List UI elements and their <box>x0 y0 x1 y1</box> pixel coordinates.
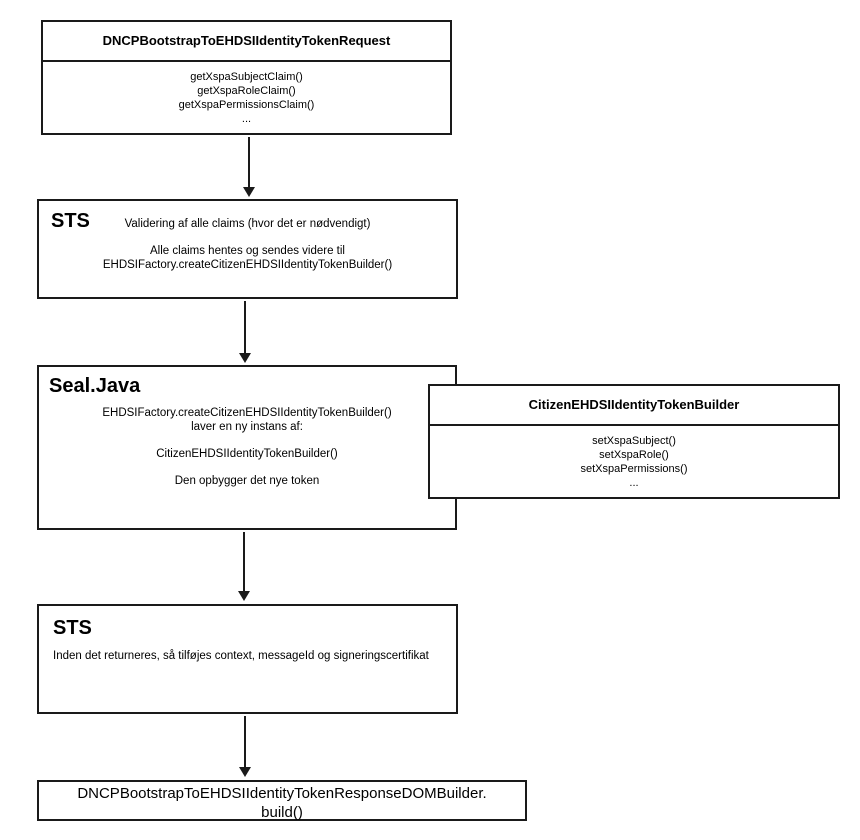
seal-java-line4: Den opbygger det nye token <box>174 475 320 487</box>
arrow-line <box>243 532 245 593</box>
sts-validation-line1: Validering af alle claims (hvor det er n… <box>124 218 371 230</box>
sts-validation-text: Validering af alle claims (hvor det er n… <box>39 201 456 272</box>
builder-class-title: CitizenEHDSIIdentityTokenBuilder <box>430 386 838 426</box>
arrow-down-icon <box>243 187 255 197</box>
response-builder-line2: build() <box>261 804 303 821</box>
arrow-line <box>244 301 246 355</box>
seal-java-line1: EHDSIFactory.createCitizenEHDSIIdentityT… <box>102 407 392 419</box>
response-builder-box: DNCPBootstrapToEHDSIIdentityTokenRespons… <box>37 780 527 821</box>
spacer <box>39 461 455 474</box>
sts-return-text: Inden det returneres, så tilføjes contex… <box>53 650 429 662</box>
seal-java-line3: CitizenEHDSIIdentityTokenBuilder() <box>156 448 338 460</box>
request-class-methods: getXspaSubjectClaim() getXspaRoleClaim()… <box>43 62 450 126</box>
method-get-xspa-subject-claim: getXspaSubjectClaim() <box>190 71 303 83</box>
spacer <box>39 434 455 447</box>
flow-arrow-request-to-sts <box>243 137 255 197</box>
method-set-xspa-role: setXspaRole() <box>599 449 669 461</box>
request-class-box: DNCPBootstrapToEHDSIIdentityTokenRequest… <box>41 20 452 135</box>
arrow-line <box>248 137 250 189</box>
seal-java-line2: laver en ny instans af: <box>191 421 303 433</box>
method-get-xspa-role-claim: getXspaRoleClaim() <box>197 85 296 97</box>
sts-return-box: STS Inden det returneres, så tilføjes co… <box>37 604 458 714</box>
flow-arrow-sts-to-sealjava <box>239 301 251 363</box>
method-set-xspa-subject: setXspaSubject() <box>592 435 676 447</box>
sts-validation-line3: EHDSIFactory.createCitizenEHDSIIdentityT… <box>102 259 393 271</box>
request-class-title: DNCPBootstrapToEHDSIIdentityTokenRequest <box>43 22 450 62</box>
response-builder-line1: DNCPBootstrapToEHDSIIdentityTokenRespons… <box>77 785 487 802</box>
method-ellipsis: ... <box>241 113 252 125</box>
flow-arrow-sealjava-to-sts <box>238 532 250 601</box>
spacer <box>39 231 456 244</box>
response-builder-text: DNCPBootstrapToEHDSIIdentityTokenRespons… <box>39 782 525 822</box>
method-ellipsis: ... <box>629 477 639 489</box>
sts-return-label: STS <box>53 617 92 639</box>
sts-validation-box: STS Validering af alle claims (hvor det … <box>37 199 458 299</box>
arrow-down-icon <box>239 767 251 777</box>
seal-java-label: Seal.Java <box>49 375 141 397</box>
method-set-xspa-permissions: setXspaPermissions() <box>580 463 688 475</box>
seal-java-text: EHDSIFactory.createCitizenEHDSIIdentityT… <box>39 406 455 488</box>
arrow-down-icon <box>239 353 251 363</box>
seal-java-box: Seal.Java EHDSIFactory.createCitizenEHDS… <box>37 365 457 530</box>
arrow-down-icon <box>238 591 250 601</box>
method-get-xspa-permissions-claim: getXspaPermissionsClaim() <box>178 99 315 111</box>
sts-validation-label: STS <box>51 210 90 232</box>
builder-class-box: CitizenEHDSIIdentityTokenBuilder setXspa… <box>428 384 840 499</box>
builder-class-methods: setXspaSubject() setXspaRole() setXspaPe… <box>430 426 838 490</box>
arrow-line <box>244 716 246 769</box>
sts-validation-line2: Alle claims hentes og sendes videre til <box>150 245 345 257</box>
flow-arrow-sts-to-response <box>239 716 251 777</box>
